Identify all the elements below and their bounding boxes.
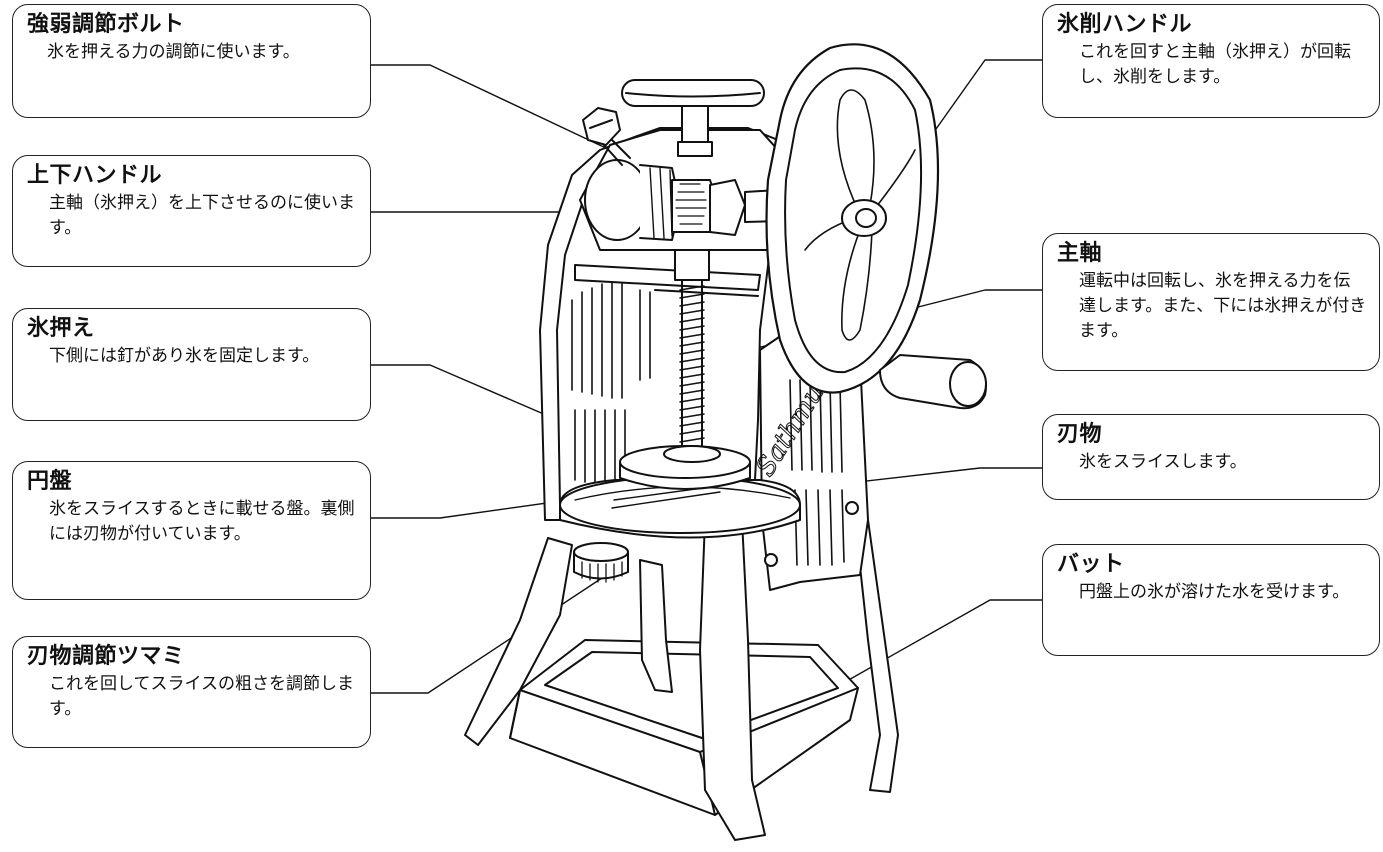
callout-desc: 主軸（氷押え）を上下させるのに使います。 [49, 193, 355, 238]
callout-title: 氷押え [27, 316, 95, 341]
callout-desc: これを回すと主軸（氷押え）が回転し、氷削をします。 [1079, 42, 1351, 87]
hand-wheel [765, 43, 987, 410]
gear-housing [579, 129, 813, 251]
blade-knob [573, 542, 629, 583]
frame-legs [464, 519, 899, 841]
callout-bat: バット 円盤上の氷が溶けた水を受けます。 [1042, 544, 1380, 656]
callout-desc: 氷をスライスします。 [1079, 452, 1247, 472]
callout-desc: 氷をスライスするときに載せる盤。裏側には刃物が付いています。 [49, 499, 355, 544]
callout-title: バット [1057, 552, 1125, 577]
callout-hamono-tsumami: 刃物調節ツマミ これを回してスライスの粗さを調節します。 [12, 636, 371, 748]
callout-desc: 円盤上の氷が溶けた水を受けます。 [1079, 582, 1350, 602]
callout-shujiku: 主軸 運転中は回転し、氷を押える力を伝達します。また、下には氷押えが付きます。 [1042, 233, 1380, 371]
callout-title: 上下ハンドル [27, 163, 163, 188]
callout-kyojaku-bolt: 強弱調節ボルト 氷を押える力の調節に使います。 [12, 4, 371, 118]
leader-bat [791, 599, 1043, 713]
callout-title: 主軸 [1057, 241, 1103, 266]
callout-title: 氷削ハンドル [1057, 12, 1193, 37]
callout-hyosaku-handle: 氷削ハンドル これを回すと主軸（氷押え）が回転し、氷削をします。 [1042, 4, 1380, 118]
callout-desc: これを回してスライスの粗さを調節します。 [49, 674, 354, 719]
tray [509, 639, 859, 816]
adjust-bolt [582, 107, 631, 166]
callout-joge-handle: 上下ハンドル 主軸（氷押え）を上下させるのに使います。 [12, 155, 371, 267]
callout-title: 刃物 [1057, 422, 1103, 447]
callout-desc: 下側には釘があり氷を固定します。 [49, 346, 320, 366]
callout-hamono: 刃物 氷をスライスします。 [1042, 414, 1380, 500]
callout-title: 円盤 [27, 469, 73, 494]
callout-desc: 運転中は回転し、氷を押える力を伝達します。また、下には氷押えが付きます。 [1079, 271, 1367, 341]
callout-title: 強弱調節ボルト [27, 12, 185, 37]
main-spindle [674, 249, 710, 449]
leader-lines [370, 59, 1043, 713]
callout-enban: 円盤 氷をスライスするときに載せる盤。裏側には刃物が付いています。 [12, 461, 371, 600]
callout-kori-osae: 氷押え 下側には釘があり氷を固定します。 [12, 308, 371, 421]
top-t-handle [621, 79, 765, 157]
ice-press [619, 445, 751, 490]
callout-desc: 氷を押える力の調節に使います。 [47, 42, 300, 62]
leader-kyojaku-bolt [370, 64, 611, 151]
callout-title: 刃物調節ツマミ [27, 644, 185, 669]
